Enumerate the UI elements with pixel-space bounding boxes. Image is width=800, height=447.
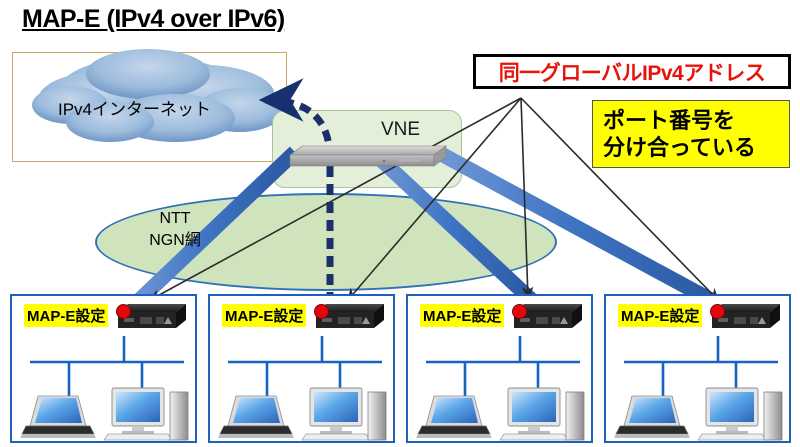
desktop-pc-icon-3: [499, 387, 585, 441]
cloud-label: IPv4インターネット: [58, 100, 212, 119]
shared-global-address-text: 同一グローバルIPv4アドレス: [498, 61, 766, 85]
site-router-3: [514, 304, 582, 328]
shared-global-address-callout: 同一グローバルIPv4アドレス: [474, 55, 790, 88]
desktop-pc-icon-4: [697, 387, 783, 441]
map-e-config-label-3: MAP-E設定: [420, 304, 505, 327]
map-e-marker-4: [710, 304, 725, 319]
map-e-marker-2: [314, 304, 329, 319]
ipv6-tunnel-group: [127, 146, 726, 313]
tunnel-to-site-1: [127, 146, 301, 312]
site-router-4: [712, 304, 780, 328]
site-router-2: [316, 304, 384, 328]
map-e-config-label-1: MAP-E設定: [24, 304, 109, 327]
port-sharing-text-line1: ポート番号を: [603, 107, 736, 133]
address-line-site-3: [520, 97, 534, 300]
desktop-pc-icon-1: [103, 387, 189, 441]
address-line-site-4: [520, 97, 720, 302]
laptop-icon-4: [614, 395, 690, 438]
laptop-icon-2: [218, 395, 294, 438]
site-box-1[interactable]: MAP-E設定: [10, 294, 197, 443]
port-sharing-text-line2: 分け合っている: [603, 135, 756, 160]
vne-label: VNE: [381, 119, 421, 140]
site-box-4[interactable]: MAP-E設定: [604, 294, 791, 443]
page-title: MAP-E (IPv4 over IPv6): [22, 5, 285, 33]
address-line-site-2: [346, 97, 522, 302]
vne-router-device: [289, 145, 447, 167]
site-box-3[interactable]: MAP-E設定: [406, 294, 593, 443]
map-e-config-label-2: MAP-E設定: [222, 304, 307, 327]
ngn-label-line1: NTT: [159, 210, 191, 227]
site-router-1: [118, 304, 186, 328]
map-e-config-label-4: MAP-E設定: [618, 304, 703, 327]
site-lan-1: [20, 336, 189, 441]
site-lan-4: [614, 336, 783, 441]
shared-address-line-group: [148, 97, 720, 302]
site-lan-3: [416, 336, 585, 441]
ngn-label-line2: NGN網: [149, 231, 201, 249]
tunnel-to-site-3: [372, 151, 544, 312]
desktop-pc-icon-2: [301, 387, 387, 441]
site-lan-2: [218, 336, 387, 441]
ngn-label: NTT NGN網: [120, 208, 230, 251]
address-line-site-1: [148, 97, 522, 301]
ipv4-flow-dashed: [258, 78, 334, 303]
tunnel-to-site-4: [439, 148, 726, 313]
laptop-icon-1: [20, 395, 96, 438]
map-e-marker-3: [512, 304, 527, 319]
map-e-marker-1: [116, 304, 131, 319]
port-sharing-callout: ポート番号を 分け合っている: [592, 100, 790, 168]
laptop-icon-3: [416, 395, 492, 438]
ipv4-cloud-shape: [32, 49, 284, 142]
site-box-2[interactable]: MAP-E設定: [208, 294, 395, 443]
